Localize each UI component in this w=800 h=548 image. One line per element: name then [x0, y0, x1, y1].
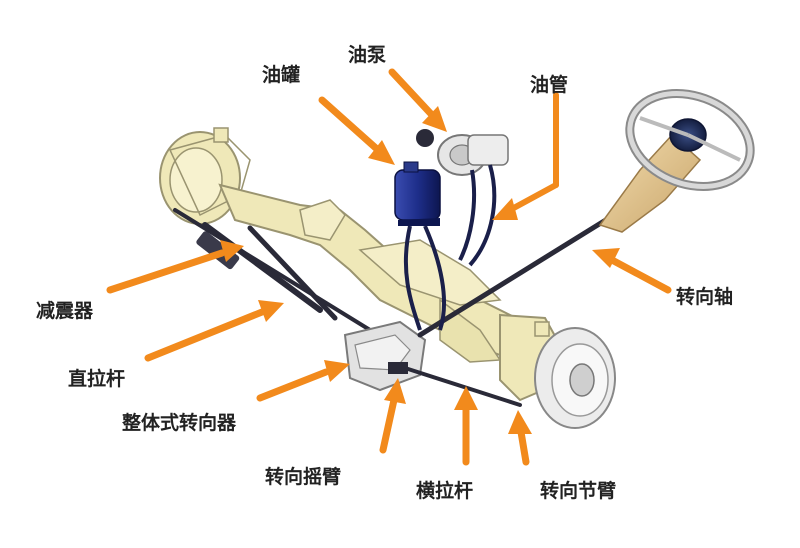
- label-shock-absorber: 减震器: [36, 300, 94, 322]
- front-axle: [218, 183, 547, 367]
- steering-shaft: [417, 133, 702, 338]
- arrows: [106, 68, 672, 466]
- integral-steering-gear: [343, 320, 427, 392]
- label-steering-knuckle-arm: 转向节臂: [540, 480, 617, 502]
- arrow-oil-pipe: [492, 92, 559, 220]
- arrow-pitman-arm: [379, 378, 406, 454]
- right-wheel-assembly: [499, 313, 616, 429]
- oil-tank: [394, 161, 441, 226]
- arrow-drag-link: [144, 300, 284, 362]
- label-pitman-arm: 转向摇臂: [265, 466, 342, 488]
- label-oil-tank: 油罐: [262, 64, 301, 86]
- tie-rod: [403, 366, 522, 407]
- drag-link: [173, 208, 372, 332]
- arrow-oil-tank: [318, 96, 395, 165]
- oil-pipes: [403, 164, 497, 331]
- arrow-steering-shaft: [592, 248, 672, 294]
- arrow-integral-steering-gear: [256, 360, 350, 402]
- arrow-oil-pump: [388, 68, 447, 132]
- label-oil-pump: 油泵: [348, 44, 387, 66]
- label-tie-rod: 横拉杆: [416, 480, 474, 502]
- left-brake-drum: [159, 127, 251, 225]
- label-drag-link: 直拉杆: [68, 368, 126, 390]
- oil-pump: [416, 129, 509, 176]
- label-steering-shaft: 转向轴: [676, 286, 734, 308]
- arrow-shock-absorber: [106, 240, 244, 294]
- label-oil-pipe: 油管: [530, 74, 569, 96]
- arrow-tie-rod: [454, 386, 478, 466]
- steering-wheel: [625, 89, 755, 191]
- arrow-steering-knuckle-arm: [508, 410, 532, 466]
- label-integral-steering-gear: 整体式转向器: [122, 412, 237, 434]
